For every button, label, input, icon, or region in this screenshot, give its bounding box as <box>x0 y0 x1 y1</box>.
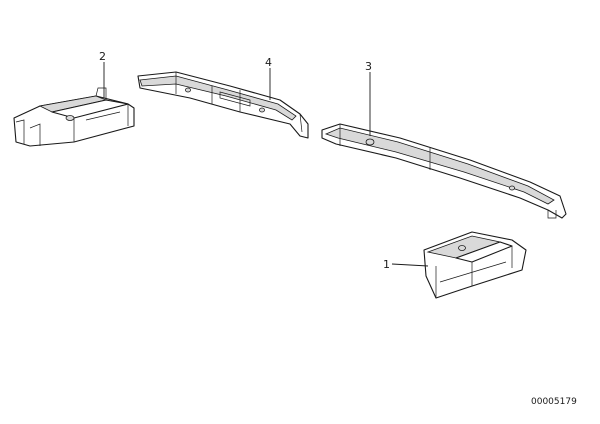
part-1-bracket <box>423 231 527 299</box>
leader-line-1 <box>391 263 429 267</box>
part-3-cross-member <box>321 123 567 219</box>
diagram-code: 00005179 <box>531 397 577 407</box>
callout-1: 1 <box>383 258 390 271</box>
part-2-bracket <box>13 87 135 147</box>
callout-4: 4 <box>265 56 272 69</box>
part-4-cross-member <box>137 71 309 139</box>
callout-3: 3 <box>365 60 372 73</box>
callout-2: 2 <box>99 50 106 63</box>
